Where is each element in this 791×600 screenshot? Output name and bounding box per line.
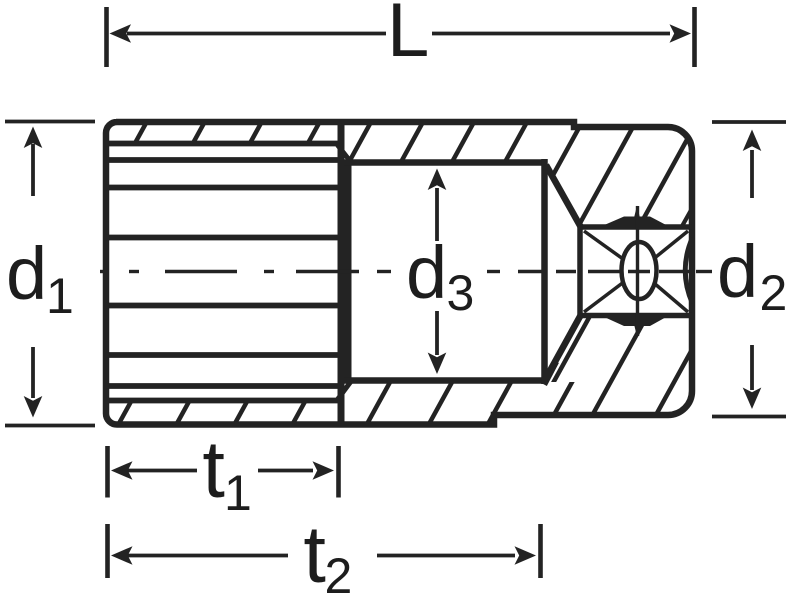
svg-text:1: 1 <box>224 465 252 521</box>
svg-text:d: d <box>406 231 447 314</box>
svg-text:3: 3 <box>447 265 475 321</box>
svg-text:d: d <box>6 232 47 315</box>
svg-text:2: 2 <box>760 265 788 321</box>
svg-text:L: L <box>387 0 429 73</box>
svg-text:2: 2 <box>325 548 353 600</box>
svg-text:t: t <box>303 510 326 600</box>
svg-text:t: t <box>202 425 225 515</box>
svg-text:1: 1 <box>46 268 74 324</box>
svg-text:d: d <box>717 230 758 313</box>
